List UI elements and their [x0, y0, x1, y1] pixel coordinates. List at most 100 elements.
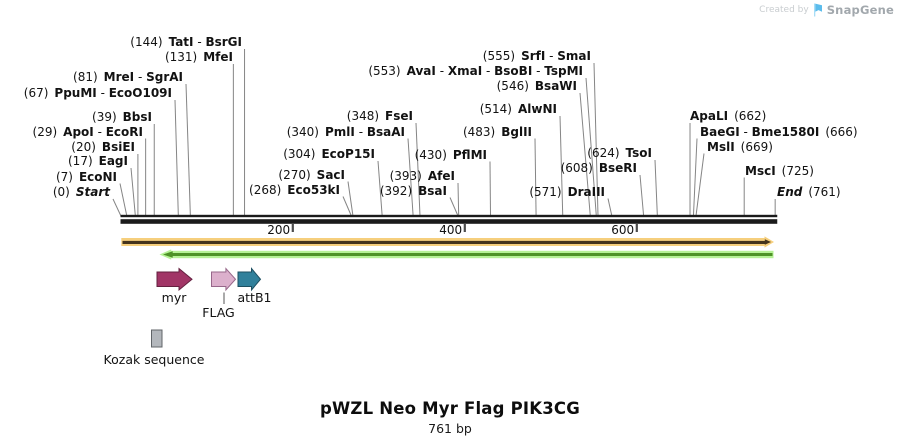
site-position: (7) [55, 169, 73, 184]
site-label-bsawi: (546)BsaWI [497, 80, 577, 93]
snapgene-brand-text: SnapGene [826, 3, 894, 17]
site-name-separator: - [739, 124, 752, 139]
site-label-apoi: (29)ApoI - EcoRI [32, 124, 143, 139]
site-label-msci: MscI(725) [745, 163, 814, 178]
enzyme-name: TspMI [544, 64, 583, 78]
enzyme-name: PflMI [452, 147, 487, 162]
leader-line-eco53ki [342, 196, 352, 216]
site-position: (81) [73, 70, 98, 84]
feature-label-kozak-sequence: Kozak sequence [103, 351, 205, 367]
site-position: (666) [825, 124, 858, 139]
enzyme-name: EcoO109I [108, 86, 172, 100]
enzyme-name: EcoP15I [321, 147, 375, 161]
leader-line-bseri [639, 174, 645, 216]
site-label-bbsi: (39)BbsI [92, 111, 152, 124]
site-position: (393) [389, 169, 422, 183]
site-position: (268) [249, 182, 282, 197]
feature-label-flag: FLAG [202, 304, 235, 320]
enzyme-name: EcoRI [105, 124, 143, 139]
enzyme-name: BsiEI [101, 140, 135, 154]
enzyme-name: MfeI [203, 50, 233, 64]
enzyme-name: BsaI [418, 183, 447, 198]
enzyme-name: BglII [501, 124, 532, 139]
site-label-pflmi: (430)PflMI [415, 147, 487, 162]
site-label-alwni: (514)AlwNI [480, 103, 557, 116]
tick-label-200: 200 [267, 222, 291, 237]
site-label-eagi: (17) EagI [68, 155, 128, 168]
strand-arrow-reverse-core [172, 253, 773, 256]
site-position: (624) [587, 146, 620, 160]
site-position: (546) [496, 79, 529, 93]
leader-line-bsai [449, 197, 459, 216]
site-label-econi: (7)EcoNI [55, 169, 117, 184]
snapgene-logo-icon [813, 3, 822, 17]
strand-arrow-reverse-core-head [163, 251, 173, 258]
site-label-fsei: (348)FseI [347, 110, 413, 123]
snapgene-watermark: Created by SnapGene [759, 3, 894, 17]
site-position: (514) [479, 102, 512, 116]
site-name-separator: - [134, 70, 147, 84]
enzyme-name: BaeGI [700, 124, 740, 139]
enzyme-name: BsoBI [494, 64, 533, 78]
leader-line-srfi [593, 62, 599, 216]
tick-600 [635, 224, 638, 232]
site-label-srfi: (555)SrfI - SmaI [483, 50, 591, 63]
tick-label-600: 600 [611, 222, 635, 237]
site-position: (29) [32, 124, 58, 139]
site-position: (20) [71, 140, 96, 154]
site-label-bglii: (483) BglII [462, 124, 532, 139]
site-name-separator: - [532, 64, 545, 78]
site-position: (340) [286, 124, 319, 139]
site-position: (669) [740, 139, 773, 154]
site-position: (17) [68, 154, 93, 168]
enzyme-name: SgrAI [146, 70, 183, 84]
feature-attb1 [237, 267, 262, 292]
site-position: (39) [92, 110, 117, 124]
site-label-mfei: (131)MfeI [165, 51, 233, 64]
site-name-separator: - [354, 124, 367, 139]
leader-line-tsoi [654, 159, 658, 216]
enzyme-name: AvaI [406, 64, 436, 78]
site-label-bsai: (392) BsaI [379, 183, 447, 198]
enzyme-name: Eco53kI [287, 182, 340, 197]
map-length: 761 bp [428, 421, 472, 436]
site-label-start: (0)Start [53, 186, 110, 199]
site-position: (483) [462, 124, 496, 139]
site-position: (392) [379, 183, 413, 198]
enzyme-name: ApaLI [690, 109, 729, 123]
site-position: (555) [482, 49, 516, 63]
enzyme-name: PmlI [325, 124, 355, 139]
leader-line-baegi [692, 138, 698, 216]
site-name-separator: - [93, 124, 106, 139]
feature-flag [211, 267, 237, 292]
enzyme-name: MslI [707, 139, 735, 154]
site-name-separator: - [545, 49, 558, 63]
leader-line-msli [695, 153, 705, 216]
feature-kozak-sequence [151, 329, 163, 348]
enzyme-name: FseI [385, 109, 413, 123]
site-position: (608) [560, 161, 593, 175]
enzyme-name: Bme1580I [751, 124, 820, 139]
site-label-saci: (270)SacI [278, 168, 345, 182]
enzyme-name: Start [75, 185, 110, 199]
map-footer: pWZL Neo Myr Flag PIK3CG 761 bp [0, 399, 900, 436]
site-label-bseri: (608) BseRI [561, 162, 637, 175]
enzyme-name: MreI [103, 70, 135, 84]
enzyme-name: PpuMI [54, 86, 97, 100]
enzyme-name: SrfI [521, 49, 546, 63]
leader-line-pmli [407, 138, 414, 216]
enzyme-name: MscI [745, 163, 776, 178]
leader-line-pflmi [489, 161, 491, 216]
site-label-msli: MslI (669) [707, 139, 773, 154]
site-label-ppumi: (67)PpuMI - EcoO109I [24, 87, 172, 100]
strand-arrow-forward-core [122, 240, 765, 244]
enzyme-name: BsaAI [366, 124, 405, 139]
site-label-afei: (393)AfeI [390, 170, 455, 183]
enzyme-name: BseRI [598, 161, 637, 175]
enzyme-name: EagI [98, 154, 128, 168]
site-label-bsiei: (20) BsiEI [71, 141, 135, 154]
created-by-text: Created by [759, 5, 809, 15]
leader-line-afei [457, 182, 460, 216]
enzyme-name: XmaI [447, 64, 483, 78]
